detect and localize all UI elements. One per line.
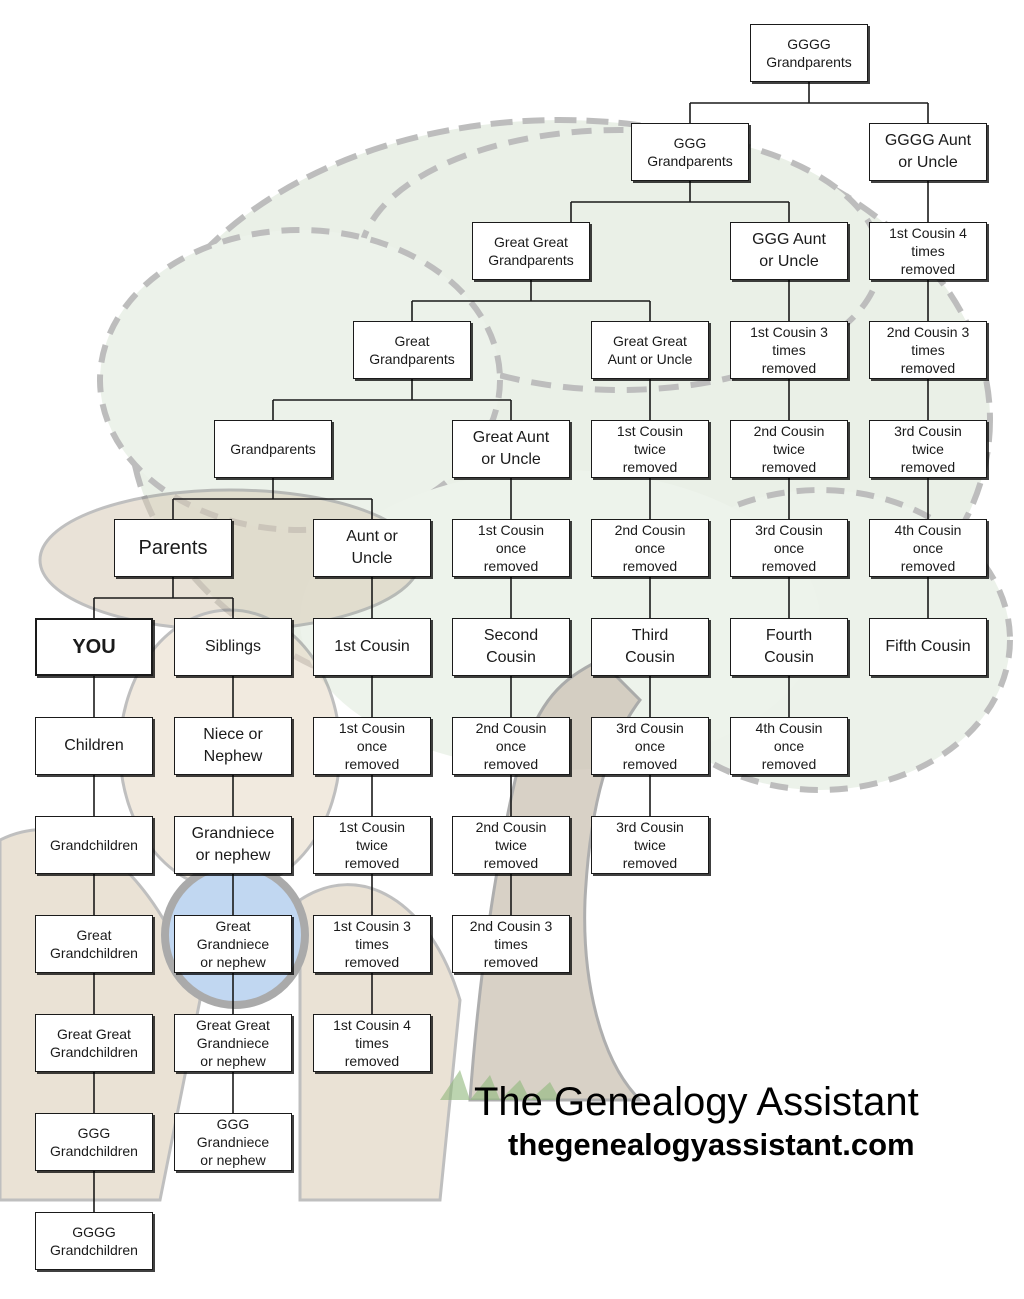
node-first-cousin-once-removed-top: 1st Cousin once removed: [452, 519, 570, 577]
node-great-great-grandchildren: Great Great Grandchildren: [35, 1014, 153, 1072]
node-second-cousin-3x-removed-top: 2nd Cousin 3 times removed: [869, 321, 987, 379]
node-second-cousin-twice-removed-top: 2nd Cousin twice removed: [730, 420, 848, 478]
node-second-cousin: Second Cousin: [452, 618, 570, 676]
node-second-cousin-once-removed-bottom: 2nd Cousin once removed: [452, 717, 570, 775]
node-first-cousin-4x-removed-top: 1st Cousin 4 times removed: [869, 222, 987, 280]
node-gggg-aunt-uncle: GGGG Aunt or Uncle: [869, 123, 987, 181]
node-second-cousin-twice-removed-bottom: 2nd Cousin twice removed: [452, 816, 570, 874]
node-children: Children: [35, 717, 153, 775]
node-third-cousin: Third Cousin: [591, 618, 709, 676]
node-gggg-grandparents: GGGG Grandparents: [750, 24, 868, 82]
node-great-great-aunt-uncle: Great Great Aunt or Uncle: [591, 321, 709, 379]
node-ggg-grandparents: GGG Grandparents: [631, 123, 749, 181]
node-second-cousin-3x-removed-bottom: 2nd Cousin 3 times removed: [452, 915, 570, 973]
node-great-grandniece-nephew: Great Grandniece or nephew: [174, 915, 292, 973]
brand-url: thegenealogyassistant.com: [508, 1127, 915, 1162]
node-fourth-cousin: Fourth Cousin: [730, 618, 848, 676]
node-second-cousin-once-removed-top: 2nd Cousin once removed: [591, 519, 709, 577]
node-third-cousin-twice-removed-bottom: 3rd Cousin twice removed: [591, 816, 709, 874]
node-great-great-grandniece-nephew: Great Great Grandniece or nephew: [174, 1014, 292, 1072]
node-great-grandchildren: Great Grandchildren: [35, 915, 153, 973]
node-ggg-aunt-uncle: GGG Aunt or Uncle: [730, 222, 848, 280]
node-third-cousin-twice-removed-top: 3rd Cousin twice removed: [869, 420, 987, 478]
node-third-cousin-once-removed-bottom: 3rd Cousin once removed: [591, 717, 709, 775]
node-first-cousin: 1st Cousin: [313, 618, 431, 676]
node-grandparents: Grandparents: [214, 420, 332, 478]
node-grandchildren: Grandchildren: [35, 816, 153, 874]
node-fourth-cousin-once-removed-bottom: 4th Cousin once removed: [730, 717, 848, 775]
node-first-cousin-3x-removed-top: 1st Cousin 3 times removed: [730, 321, 848, 379]
node-first-cousin-twice-removed-top: 1st Cousin twice removed: [591, 420, 709, 478]
node-siblings: Siblings: [174, 618, 292, 676]
node-you: YOU: [35, 618, 153, 676]
node-gggg-grandchildren: GGGG Grandchildren: [35, 1212, 153, 1270]
node-third-cousin-once-removed-top: 3rd Cousin once removed: [730, 519, 848, 577]
node-first-cousin-twice-removed-bottom: 1st Cousin twice removed: [313, 816, 431, 874]
node-great-great-grandparents: Great Great Grandparents: [472, 222, 590, 280]
node-great-aunt-uncle: Great Aunt or Uncle: [452, 420, 570, 478]
node-niece-nephew: Niece or Nephew: [174, 717, 292, 775]
node-grandniece-nephew: Grandniece or nephew: [174, 816, 292, 874]
grass: [440, 1070, 560, 1100]
node-first-cousin-once-removed-bottom: 1st Cousin once removed: [313, 717, 431, 775]
node-great-grandparents: Great Grandparents: [353, 321, 471, 379]
node-fourth-cousin-once-removed-top: 4th Cousin once removed: [869, 519, 987, 577]
node-fifth-cousin: Fifth Cousin: [869, 618, 987, 676]
brand-title: The Genealogy Assistant: [474, 1080, 919, 1124]
node-parents: Parents: [114, 519, 232, 577]
node-aunt-uncle: Aunt or Uncle: [313, 519, 431, 577]
node-ggg-grandniece-nephew: GGG Grandniece or nephew: [174, 1113, 292, 1171]
node-ggg-grandchildren: GGG Grandchildren: [35, 1113, 153, 1171]
node-first-cousin-3x-removed-bottom: 1st Cousin 3 times removed: [313, 915, 431, 973]
node-first-cousin-4x-removed-bottom: 1st Cousin 4 times removed: [313, 1014, 431, 1072]
